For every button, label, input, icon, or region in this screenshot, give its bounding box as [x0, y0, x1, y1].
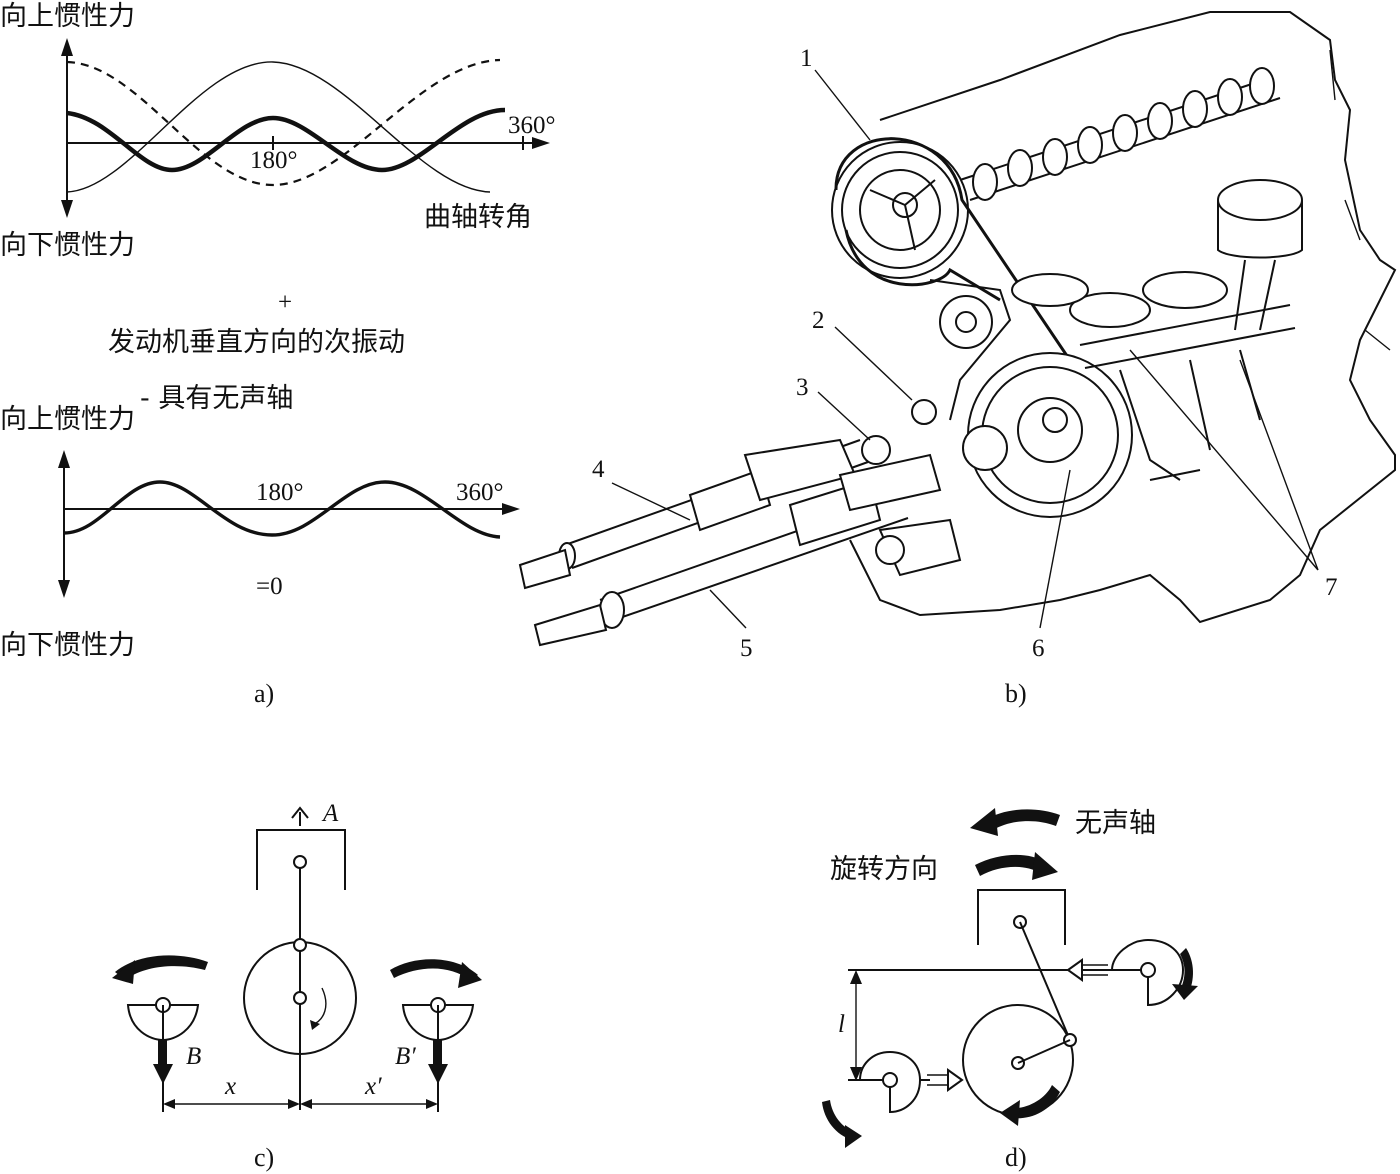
drive-gear	[861, 435, 891, 465]
graph1-label-180: 180°	[250, 147, 298, 174]
crankshaft-pulley	[962, 352, 1133, 518]
crankshaft	[1079, 304, 1296, 369]
balance-shaft-upper	[518, 438, 869, 590]
leader-1	[814, 69, 871, 141]
leader-4	[611, 482, 691, 521]
caption-b: b)	[1005, 679, 1027, 708]
callout-7: 7	[1325, 574, 1338, 601]
leader-5	[709, 589, 747, 629]
idler-pulley	[939, 295, 993, 349]
leader-6	[1039, 469, 1071, 629]
panel-c: A B B′ x x′	[112, 800, 482, 1172]
block-detail-lines	[1329, 49, 1391, 351]
camshaft-pulley	[831, 141, 969, 279]
balance-shaft-lower	[533, 453, 942, 647]
silent-shaft-label: 无声轴	[1075, 808, 1156, 839]
pistons	[1011, 179, 1303, 331]
crank-rotation-arrow	[1010, 1085, 1060, 1119]
distance-label-x: x	[224, 1073, 236, 1100]
crank-center	[293, 991, 307, 1005]
left-rotation-arrow	[115, 955, 208, 980]
connecting-rod-d	[1019, 921, 1071, 1041]
graph2-label-180: 180°	[256, 479, 304, 506]
plus-sign: +	[278, 289, 292, 316]
weight-label-b: B	[186, 1043, 201, 1070]
right-rotation-arrow	[390, 959, 478, 980]
primary-inertia-curve	[66, 61, 491, 193]
leader-3	[817, 391, 871, 441]
crank-pin	[293, 938, 307, 952]
callout-1: 1	[800, 45, 813, 72]
graph1-y-arrow-down	[61, 200, 73, 218]
piston-pin	[293, 855, 307, 869]
weight-label-b-prime: B′	[395, 1043, 416, 1070]
callout-4: 4	[592, 456, 605, 483]
panel-a: 向上惯性力 180° 360° 曲轴转角 向下惯性力 + 发动机垂直方向的次振动…	[0, 1, 556, 708]
rotation-direction-arrow	[975, 854, 1045, 876]
crank-webs	[1119, 349, 1261, 481]
cylinder-outline	[256, 829, 346, 890]
crank-angle-label: 曲轴转角	[424, 202, 532, 233]
leader-2	[834, 326, 913, 401]
graph1-x-arrow	[532, 137, 550, 149]
secondary-vibration-text: 发动机垂直方向的次振动	[108, 327, 405, 358]
downward-inertia-label-bottom: 向下惯性力	[0, 630, 135, 661]
secondary-inertia-curve	[66, 58, 501, 187]
resultant-inertia-curve	[66, 107, 506, 173]
caption-d: d)	[1005, 1143, 1027, 1172]
equals-zero-label: =0	[256, 573, 283, 600]
rotation-arrow	[311, 987, 327, 1026]
upward-inertia-label-top: 向上惯性力	[0, 1, 135, 32]
tensioner-gear	[911, 399, 937, 425]
force-arrow-a	[291, 806, 309, 826]
upper-shaft-rotation	[1180, 948, 1194, 995]
callout-5: 5	[740, 635, 753, 662]
camshaft	[959, 67, 1281, 201]
caption-a: a)	[254, 679, 274, 708]
timing-belt	[834, 137, 1092, 391]
graph2-y-arrow-up	[58, 450, 70, 468]
offset-label-l: l	[838, 1011, 845, 1038]
with-silent-shaft-text: - 具有无声轴	[140, 383, 293, 414]
graph2-y-arrow-down	[58, 580, 70, 598]
force-label-a: A	[321, 800, 339, 827]
graph1-label-360: 360°	[508, 112, 556, 139]
engine-block-outline	[849, 11, 1397, 624]
left-down-arrow	[153, 1064, 173, 1084]
callout-2: 2	[812, 307, 825, 334]
graph1-y-arrow-up	[61, 38, 73, 56]
silent-shaft-arrow	[985, 809, 1060, 830]
cylinder-outline-d	[977, 889, 1066, 945]
downward-inertia-label-top: 向下惯性力	[0, 230, 135, 261]
balanced-curve	[63, 480, 501, 539]
graph2-x-arrow	[502, 503, 520, 515]
panel-b: 1 2 3 4 5 6 7 b)	[518, 11, 1397, 708]
panel-d: 无声轴 旋转方向 l d)	[822, 808, 1198, 1172]
callout-6: 6	[1032, 635, 1045, 662]
right-down-arrow	[428, 1064, 448, 1084]
inner-belt	[929, 279, 1012, 421]
leader-7	[1129, 349, 1319, 571]
upper-silent-shaft-weight	[1110, 938, 1185, 1007]
graph2-label-360: 360°	[456, 479, 504, 506]
distance-label-x-prime: x′	[364, 1073, 382, 1100]
caption-c: c)	[254, 1143, 274, 1172]
rotation-direction-label: 旋转方向	[830, 854, 938, 885]
callout-3: 3	[796, 374, 809, 401]
upward-inertia-label-bottom: 向上惯性力	[0, 404, 135, 435]
